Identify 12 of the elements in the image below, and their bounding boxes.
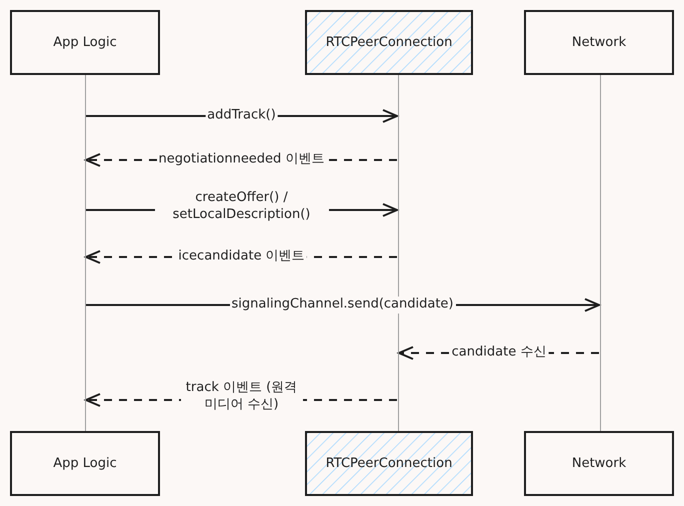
lifeline: [599, 75, 601, 431]
participant-box: Network: [524, 431, 674, 496]
participant-box: App Logic: [10, 10, 160, 75]
participant-box: Network: [524, 10, 674, 75]
participant-box: RTCPeerConnection: [305, 431, 473, 496]
message-label: createOffer() / setLocalDescription(): [154, 190, 328, 224]
lifeline: [84, 75, 86, 431]
participant-box: RTCPeerConnection: [305, 10, 473, 75]
participant-box: App Logic: [10, 431, 160, 496]
message-label: signalingChannel.send(candidate): [230, 296, 456, 314]
lifeline: [397, 75, 399, 431]
message-label: negotiationneeded 이벤트: [156, 152, 326, 168]
